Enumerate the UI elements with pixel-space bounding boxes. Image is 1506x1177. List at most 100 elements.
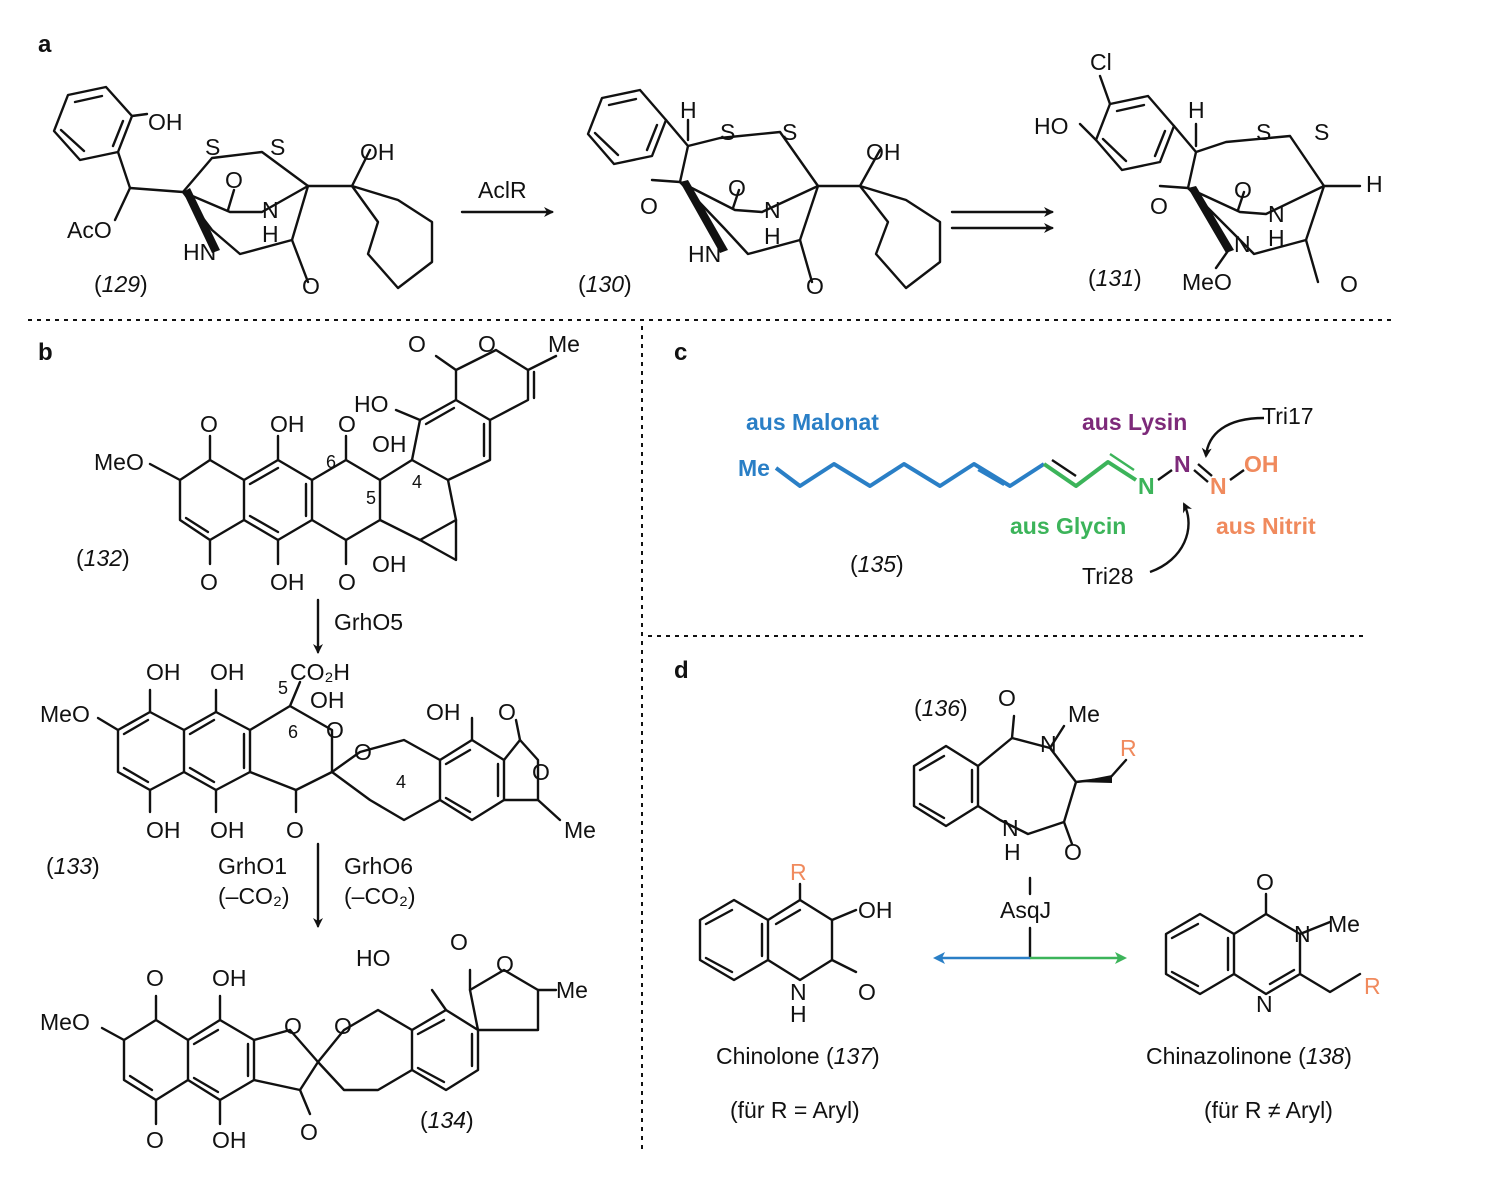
label-ho-134: HO (356, 945, 391, 971)
compound-label-136: (136) (914, 695, 968, 721)
label-o2-130: O (806, 273, 824, 299)
label-me-135: Me (738, 455, 770, 481)
enzyme-grho5: GrhO5 (334, 609, 403, 635)
product-label-137: Chinolone (137) (716, 1043, 880, 1069)
label-n2-138: N (1256, 991, 1273, 1017)
compound-136-structure (912, 714, 1128, 846)
label-n-130: N (764, 197, 781, 223)
label-r-137: R (790, 859, 807, 885)
label-o6-134: O (146, 1127, 164, 1153)
origin-nitrite: aus Nitrit (1216, 513, 1316, 539)
compound-137-structure (698, 882, 858, 982)
label-oh2-132: OH (372, 431, 407, 457)
label-o2-131: O (1340, 271, 1358, 297)
label-o2-136: O (1064, 839, 1082, 865)
label-oh5-133: OH (146, 817, 181, 843)
label-h2-130: H (764, 223, 781, 249)
label-meo-132: MeO (94, 449, 144, 475)
label-s1-131: S (1256, 119, 1271, 145)
label-o4-134: O (450, 929, 468, 955)
label-aco: AcO (67, 217, 112, 243)
bond-n3-oh (1229, 469, 1245, 481)
panel-letter-c: c (674, 339, 687, 366)
chain-glycine (1042, 460, 1138, 488)
decarboxylation-label-2: (–CO₂) (344, 883, 416, 909)
label-n2-131: N (1234, 231, 1251, 257)
label-o-ring-131: O (1150, 193, 1168, 219)
label-n1-136: N (1040, 731, 1057, 757)
compound-133-structure (96, 680, 562, 822)
chain-malonate (774, 462, 1046, 488)
panel-d: d (136) O N Me R N H O AsqJ (674, 657, 1381, 1123)
label-meo-133: MeO (40, 701, 90, 727)
label-oh2-133: OH (210, 659, 245, 685)
product-condition-137: (für R = Aryl) (730, 1097, 860, 1123)
compound-label-134: (134) (420, 1107, 474, 1133)
origin-malonate: aus Malonat (746, 409, 879, 435)
arrow-tri17 (1201, 416, 1265, 458)
panel-b: b MeO O OH O HO OH O O Me (38, 331, 596, 1153)
label-n2-136: N (1002, 815, 1019, 841)
label-o5-132: O (200, 569, 218, 595)
panel-c: c aus Malonat aus Lysin aus Glycin aus N… (674, 339, 1316, 589)
label-oh-129: OH (148, 109, 183, 135)
label-oh4-132: OH (372, 551, 407, 577)
label-n-137: N (790, 979, 807, 1005)
label-h-136: H (1004, 839, 1021, 865)
label-pos4-133: 4 (396, 772, 406, 792)
label-h-130: H (680, 97, 697, 123)
label-r-138: R (1364, 973, 1381, 999)
label-pos5-133: 5 (278, 678, 288, 698)
label-oh3-132: OH (270, 569, 305, 595)
enzyme-asqj: AsqJ (1000, 897, 1051, 923)
label-o2-133: O (354, 739, 372, 765)
chain-double-bond-1 (977, 468, 1005, 487)
label-me-132: Me (548, 331, 580, 357)
label-meo-131: MeO (1182, 269, 1232, 295)
label-pos6-133: 6 (288, 722, 298, 742)
label-me-134: Me (556, 977, 588, 1003)
label-pos6-132: 6 (326, 452, 336, 472)
compound-138-structure (1164, 892, 1362, 996)
enzyme-tri28: Tri28 (1082, 563, 1134, 589)
enzyme-grho1: GrhO1 (218, 853, 287, 879)
label-n2-135: N (1174, 451, 1191, 477)
label-oh1-132: OH (270, 411, 305, 437)
label-o5-133: O (286, 817, 304, 843)
chain-double-bond-3 (1109, 453, 1135, 471)
bond-n2-n3 (1193, 469, 1209, 483)
label-oh2-129: OH (360, 139, 395, 165)
compound-129-structure (52, 85, 434, 290)
panel-letter-b: b (38, 339, 53, 366)
label-o-138: O (1256, 869, 1274, 895)
label-n1-135: N (1138, 473, 1155, 499)
label-n1-131: N (1268, 201, 1285, 227)
compound-label-132: (132) (76, 545, 130, 571)
label-o1-133: O (326, 717, 344, 743)
label-o3-134: O (334, 1013, 352, 1039)
label-o3-133: O (498, 699, 516, 725)
label-o2-134: O (284, 1013, 302, 1039)
label-r-136: R (1120, 735, 1137, 761)
label-ho-131: HO (1034, 113, 1069, 139)
decarboxylation-label-1: (–CO₂) (218, 883, 290, 909)
label-o1-131: O (1234, 177, 1252, 203)
compound-132-structure (148, 348, 558, 566)
label-h2-131: H (1366, 171, 1383, 197)
label-oh6-133: OH (210, 817, 245, 843)
compound-label-135: (135) (850, 551, 904, 577)
label-o1-130: O (728, 175, 746, 201)
label-o1-132: O (200, 411, 218, 437)
label-meo-134: MeO (40, 1009, 90, 1035)
label-s2-130: S (782, 119, 797, 145)
label-me-138: Me (1328, 911, 1360, 937)
panel-letter-d: d (674, 657, 689, 684)
label-o1-136: O (998, 685, 1016, 711)
label-oh-135: OH (1244, 451, 1279, 477)
label-o-ring-130: O (640, 193, 658, 219)
label-me-133: Me (564, 817, 596, 843)
compound-134-structure (100, 968, 558, 1126)
enzyme-aclr: AclR (478, 177, 527, 203)
